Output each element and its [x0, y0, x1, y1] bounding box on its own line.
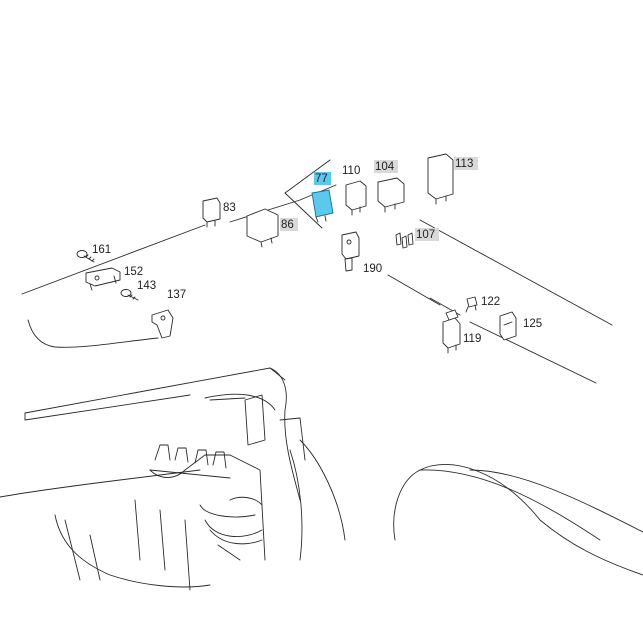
part-107-fuses[interactable] [395, 232, 414, 249]
part-190-connector[interactable] [341, 231, 360, 272]
svg-text:152: 152 [124, 266, 143, 278]
part-143-screw[interactable] [120, 289, 139, 301]
svg-text:83: 83 [223, 202, 236, 214]
svg-text:113: 113 [455, 158, 473, 170]
label-104[interactable]: 104 [374, 160, 398, 173]
svg-text:125: 125 [523, 318, 542, 330]
part-119-holder[interactable] [442, 309, 461, 354]
part-77-relay[interactable] [311, 189, 334, 223]
label-110[interactable]: 110 [342, 165, 360, 177]
label-107[interactable]: 107 [415, 228, 439, 241]
part-125-cover[interactable] [499, 311, 517, 341]
part-83-relay[interactable] [202, 197, 221, 228]
label-77[interactable]: 77 [314, 172, 331, 185]
svg-text:119: 119 [463, 333, 481, 345]
svg-text:86: 86 [281, 219, 294, 231]
part-113-relay[interactable] [427, 153, 454, 205]
svg-text:107: 107 [416, 229, 435, 241]
part-137-bracket[interactable] [151, 309, 174, 339]
label-113[interactable]: 113 [454, 157, 478, 170]
part-110-relay[interactable] [345, 180, 367, 216]
label-190[interactable]: 190 [363, 263, 382, 275]
part-161-screw[interactable] [76, 250, 95, 263]
label-122[interactable]: 122 [481, 296, 500, 308]
label-143[interactable]: 143 [137, 280, 156, 292]
svg-text:104: 104 [375, 161, 395, 173]
part-86-relay[interactable] [246, 208, 279, 248]
part-152-bracket[interactable] [85, 267, 121, 291]
label-137[interactable]: 137 [167, 289, 186, 301]
svg-text:77: 77 [315, 173, 328, 185]
part-122-clip[interactable] [465, 296, 478, 313]
svg-text:122: 122 [481, 296, 500, 308]
label-83[interactable]: 83 [223, 202, 236, 214]
label-119[interactable]: 119 [463, 333, 481, 345]
part-labels: 77 110 104 113 83 86 107 190 161 [92, 157, 542, 345]
label-161[interactable]: 161 [92, 244, 111, 256]
svg-text:110: 110 [342, 165, 360, 177]
svg-text:137: 137 [167, 289, 186, 301]
svg-text:143: 143 [137, 280, 156, 292]
part-104-relay[interactable] [377, 177, 405, 213]
svg-text:161: 161 [92, 244, 111, 256]
label-86[interactable]: 86 [280, 218, 298, 231]
body-outline [0, 159, 643, 591]
svg-text:190: 190 [363, 263, 382, 275]
label-125[interactable]: 125 [523, 318, 542, 330]
label-152[interactable]: 152 [124, 266, 143, 278]
